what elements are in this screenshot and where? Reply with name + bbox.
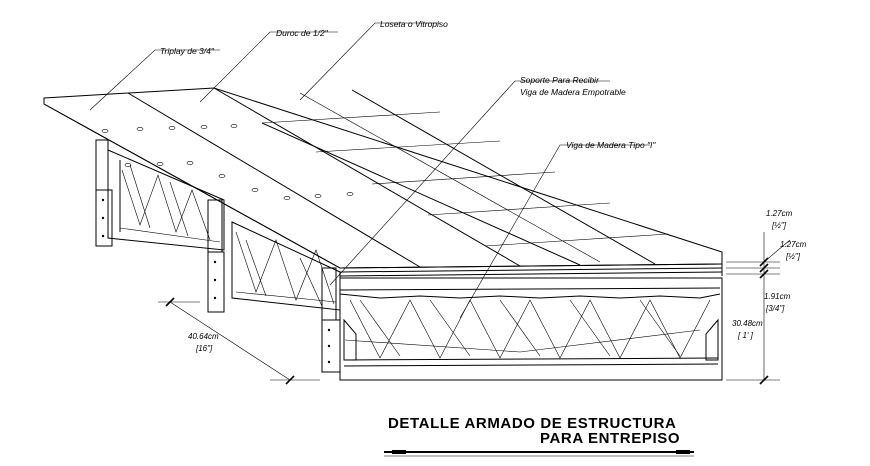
dim-2-in: [½"] xyxy=(785,252,801,261)
dimension-lines-right xyxy=(726,232,791,385)
i-joist-middle xyxy=(207,199,341,313)
dim-spacing-in: [16"] xyxy=(195,344,213,353)
label-triplay: Triplay de 3/4" xyxy=(160,46,215,56)
leader-lines xyxy=(89,22,650,319)
title-line2: PARA ENTREPISO xyxy=(540,430,680,447)
dim-2-cm: 1.27cm xyxy=(780,240,807,249)
dimension-spacing xyxy=(158,297,320,385)
dim-4-in: [ 1' ] xyxy=(737,331,754,340)
screw-holes xyxy=(101,124,354,200)
dim-3-cm: 1.91cm xyxy=(764,292,791,301)
label-viga: Viga de Madera Tipo "I" xyxy=(566,140,656,150)
label-soporte-line1: Soporte Para Recibir xyxy=(520,75,600,85)
i-joist-back xyxy=(95,139,225,251)
title-underline xyxy=(384,450,694,457)
dim-spacing-cm: 40.64cm xyxy=(188,332,219,341)
dim-3-in: [3/4"] xyxy=(765,304,785,313)
label-soporte-line2: Viga de Madera Empotrable xyxy=(520,87,626,97)
dim-4-cm: 30.48cm xyxy=(732,319,763,328)
floor-deck xyxy=(43,87,723,277)
title-line1: DETALLE ARMADO DE ESTRUCTURA xyxy=(388,415,676,432)
label-loseta: Loseta o Vitropiso xyxy=(380,19,448,29)
dim-1-in: [½"] xyxy=(771,221,787,230)
label-duroc: Duroc de 1/2" xyxy=(276,28,329,38)
i-joist-front xyxy=(321,267,723,381)
dim-1-cm: 1.27cm xyxy=(766,209,793,218)
